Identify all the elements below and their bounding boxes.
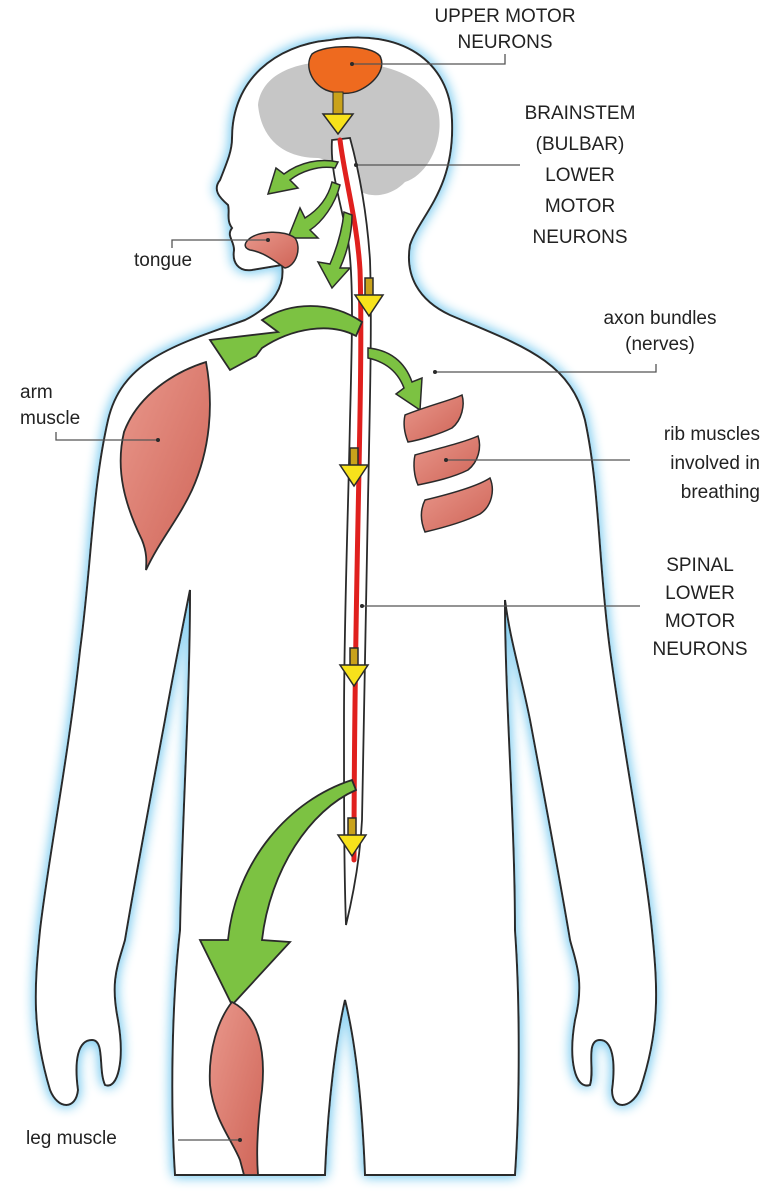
label-line: (nerves) [625, 334, 695, 355]
label-line: BRAINSTEM [524, 103, 636, 124]
label-line: leg muscle [26, 1128, 117, 1149]
rib-muscle [403, 393, 464, 443]
yellow-arrow [336, 817, 368, 858]
upper-neuron-stem [332, 91, 344, 115]
leader-lines [55, 54, 657, 1141]
rib-muscle [420, 476, 493, 533]
label-line: (BULBAR) [535, 134, 625, 155]
brain [258, 61, 440, 196]
label-line: NEURONS [532, 227, 628, 248]
upper-motor-neurons [308, 46, 383, 95]
label-rib-muscles: rib muscles involved in breathing [620, 420, 760, 507]
label-line: involved in [670, 453, 760, 474]
leader-dots [156, 62, 448, 1142]
label-line: LOWER [545, 165, 615, 186]
label-line: muscle [20, 408, 81, 429]
spinal-axon [337, 137, 364, 863]
yellow-arrow [353, 277, 385, 318]
yellow-arrow [321, 113, 355, 136]
yellow-arrow [338, 447, 370, 488]
label-line: UPPER MOTOR [434, 6, 576, 27]
label-line: breathing [680, 482, 760, 503]
label-spinal-lower-motor-neurons: SPINAL LOWER MOTOR NEURONS [635, 552, 765, 664]
label-line: axon bundles [603, 308, 717, 329]
label-brainstem: BRAINSTEM (BULBAR) LOWER MOTOR NEURONS [505, 98, 655, 253]
arm-muscle [119, 360, 211, 571]
green-arrow [266, 159, 340, 195]
label-line: rib muscles [663, 424, 760, 445]
leg-muscle [208, 1000, 264, 1176]
label-line: MOTOR [544, 196, 616, 217]
label-line: tongue [134, 250, 193, 271]
green-arrow-arm [208, 305, 364, 372]
label-line: NEURONS [652, 639, 748, 660]
label-line: NEURONS [457, 32, 553, 53]
label-line: LOWER [665, 583, 735, 604]
label-upper-motor-neurons: UPPER MOTOR NEURONS [410, 4, 600, 56]
tongue [244, 231, 299, 269]
label-line: MOTOR [664, 611, 736, 632]
green-arrow-ribs [367, 347, 423, 412]
label-tongue: tongue [134, 248, 192, 274]
label-arm-muscle: arm muscle [20, 380, 80, 432]
green-arrow [286, 181, 341, 239]
label-leg-muscle: leg muscle [26, 1126, 117, 1152]
green-arrow [316, 210, 353, 290]
label-axon-bundles: axon bundles (nerves) [580, 306, 740, 358]
green-arrow-leg [198, 778, 358, 1007]
yellow-arrow [338, 647, 370, 688]
label-line: arm [20, 382, 53, 403]
label-line: SPINAL [666, 555, 734, 576]
